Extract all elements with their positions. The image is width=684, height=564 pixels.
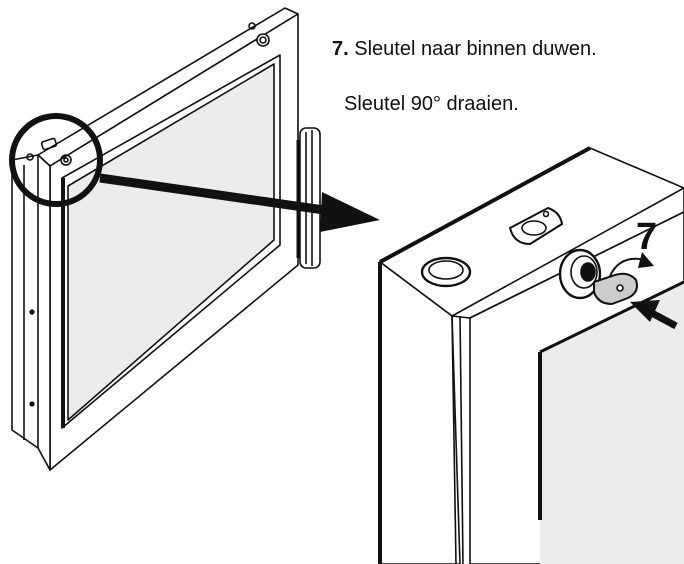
glass-panel <box>67 63 275 421</box>
door-overview <box>9 7 321 471</box>
keyhole-plate <box>509 207 563 245</box>
door-handle <box>296 127 321 269</box>
step-instruction: 7. Sleutel naar binnen duwen. <box>332 38 597 61</box>
top-hole-right <box>256 33 270 47</box>
step-number: 7. <box>332 38 349 60</box>
step-text: Sleutel naar binnen duwen. <box>354 38 597 60</box>
lock-mini-icon <box>60 154 72 166</box>
zoom-arrow <box>99 173 380 232</box>
detail-glass-panel <box>540 282 684 564</box>
sub-instruction: Sleutel 90° draaien. <box>344 93 519 115</box>
top-hole-left <box>26 153 34 161</box>
round-button <box>420 256 472 288</box>
step-callout-label: 7 <box>636 216 658 258</box>
rotate-arrow-icon <box>609 252 654 277</box>
push-arrow-icon <box>630 300 678 330</box>
magnify-circle <box>9 113 103 207</box>
lock-cylinder-icon <box>558 248 602 300</box>
detail-view <box>378 146 684 564</box>
key-icon <box>593 272 638 305</box>
